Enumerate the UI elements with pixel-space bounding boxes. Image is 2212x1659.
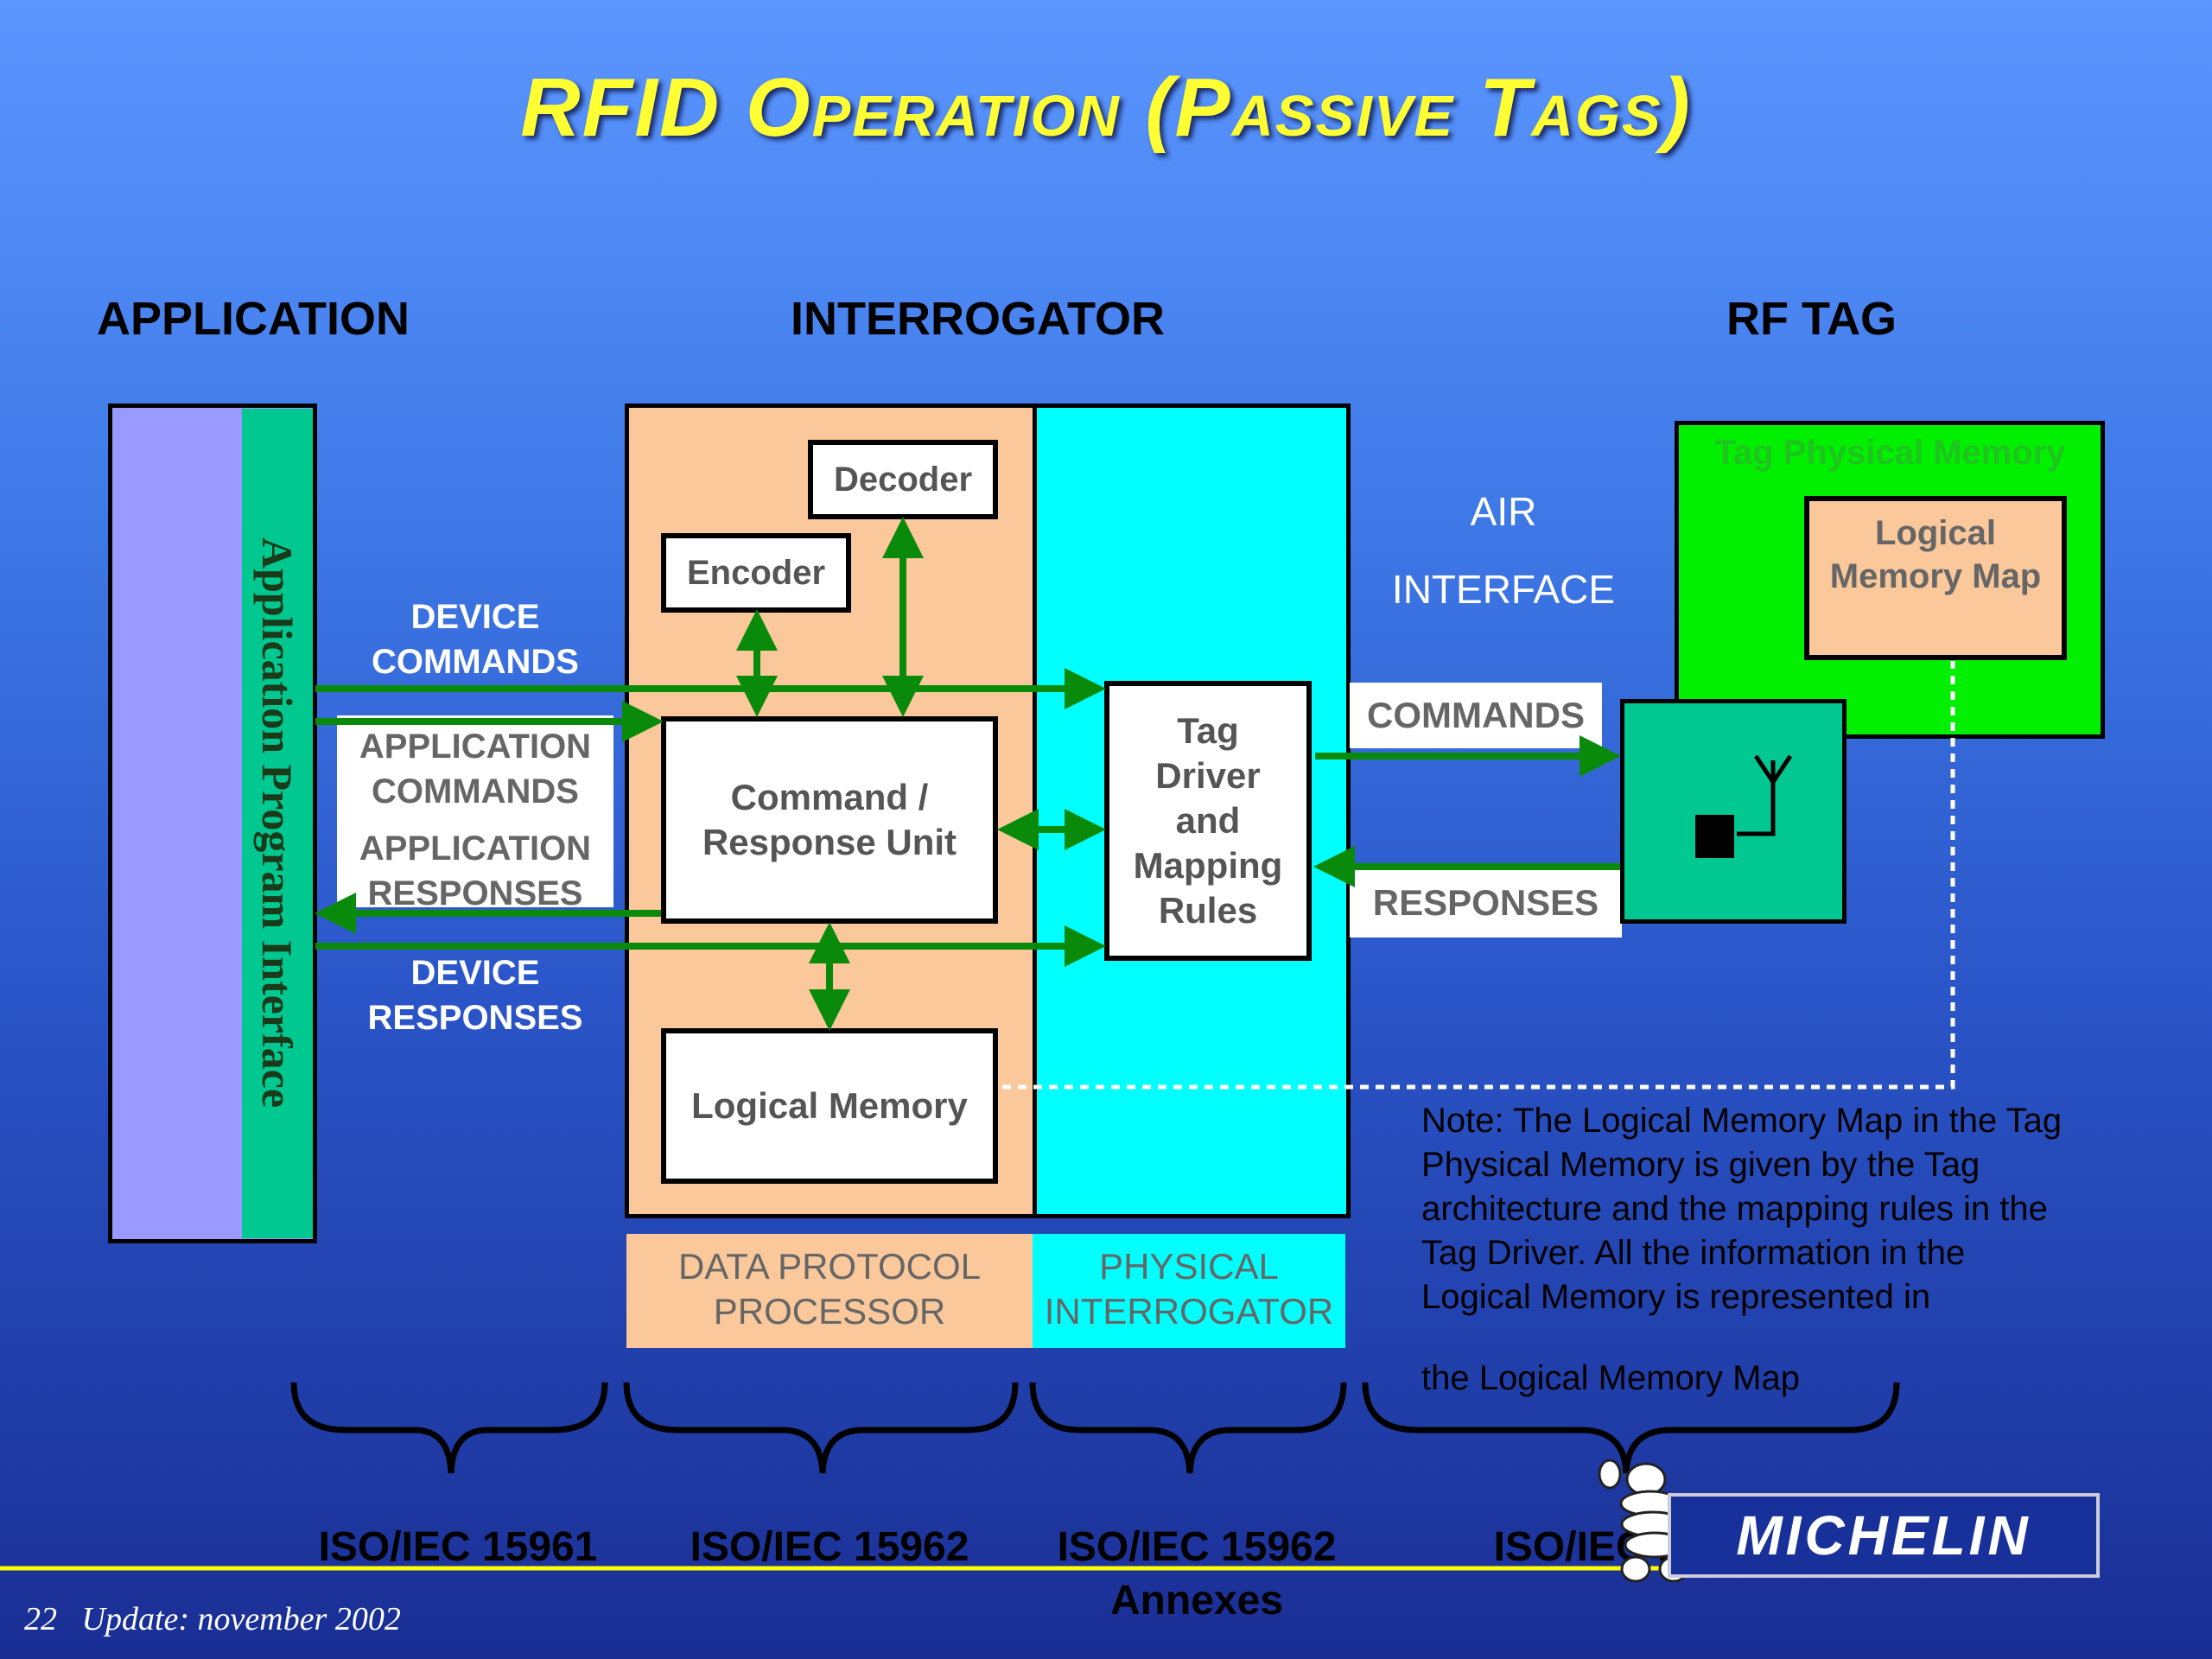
device-responses-label: DEVICE RESPONSES — [367, 954, 583, 1037]
app-labels-bg — [337, 715, 613, 907]
device-commands-label: DEVICE COMMANDS — [372, 598, 579, 681]
tag-physical-memory-label: Tag Physical Memory — [1714, 434, 2066, 472]
page-title: RFID Operation (Passive Tags) — [520, 61, 1692, 154]
command-response-unit: Command / Response Unit — [661, 716, 998, 924]
standards-braces — [290, 1382, 1900, 1474]
iso-15962-annexes: ISO/IEC 15962 — [1057, 1524, 1337, 1570]
iso-15962-annexes-sub: Annexes — [1109, 1578, 1284, 1624]
note-text: Note: The Logical Memory Map in the Tag … — [1421, 1102, 2063, 1316]
iso-15962: ISO/IEC 15962 — [690, 1524, 969, 1570]
logical-memory-map: Logical Memory Map — [1804, 496, 2067, 660]
interface-label: INTERFACE — [1391, 567, 1616, 612]
encoder-box: Encoder — [661, 533, 851, 613]
application-responses-label: APPLICATION RESPONSES — [359, 830, 592, 912]
decoder-box: Decoder — [808, 440, 998, 519]
responses-label: RESPONSES — [1350, 868, 1622, 938]
api-bar — [242, 409, 313, 1238]
michelin-logo: MICHELIN — [1668, 1493, 2100, 1578]
physical-interrogator-label: PHYSICAL INTERROGATOR — [1033, 1234, 1345, 1348]
header-interrogator: INTERROGATOR — [791, 293, 1166, 345]
memory-map-dotted-link — [1002, 661, 1955, 1090]
iso-15961: ISO/IEC 15961 — [318, 1524, 598, 1570]
header-rf-tag: RF TAG — [1726, 293, 1897, 345]
footer-text: 22 Update: november 2002 — [24, 1601, 401, 1637]
tag-chip — [1620, 699, 1847, 924]
application-commands-label: APPLICATION COMMANDS — [359, 728, 592, 810]
header-application: APPLICATION — [97, 293, 410, 345]
commands-label: COMMANDS — [1350, 683, 1602, 748]
air-label: AIR — [1470, 489, 1537, 534]
logical-memory-box: Logical Memory — [661, 1028, 998, 1184]
tag-driver-box: Tag Driver and Mapping Rules — [1104, 681, 1312, 961]
data-protocol-label: DATA PROTOCOL PROCESSOR — [626, 1234, 1033, 1348]
antenna-icon — [1737, 754, 1793, 836]
note-text-end: the Logical Memory Map — [1421, 1359, 1800, 1397]
chip-icon — [1695, 815, 1734, 858]
